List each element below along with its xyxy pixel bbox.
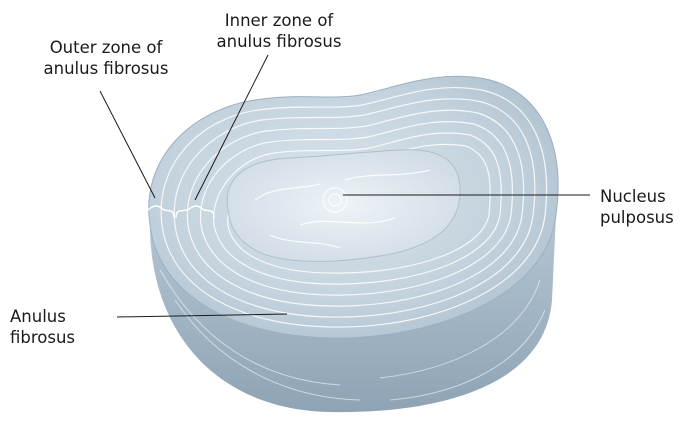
label-nucleus-line2: pulposus [600,207,680,228]
label-anulus-fibrosus: Anulus fibrosus [10,306,110,348]
label-inner-zone: Inner zone of anulus fibrosus [205,10,353,52]
label-outer-zone-line1: Outer zone of [32,37,180,58]
label-anulus-line1: Anulus [10,306,110,327]
outer-zone-leader [100,91,155,198]
label-inner-zone-line2: anulus fibrosus [205,31,353,52]
label-nucleus-line1: Nucleus [600,186,680,207]
label-anulus-line2: fibrosus [10,327,110,348]
label-nucleus-pulposus: Nucleus pulposus [600,186,680,228]
label-outer-zone-line2: anulus fibrosus [32,58,180,79]
label-inner-zone-line1: Inner zone of [205,10,353,31]
label-outer-zone: Outer zone of anulus fibrosus [32,37,180,79]
